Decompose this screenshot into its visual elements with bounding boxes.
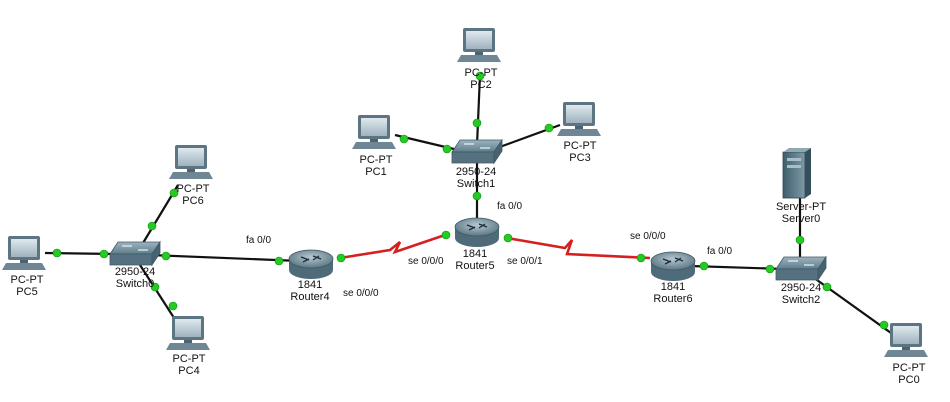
link-light xyxy=(765,264,775,274)
router4-fa-port-label: fa 0/0 xyxy=(246,235,272,246)
link-light xyxy=(544,123,554,133)
device-name: Switch1 xyxy=(456,178,496,190)
link-router4-router5[interactable] xyxy=(339,233,446,260)
router6-fa-port-label: fa 0/0 xyxy=(707,246,733,257)
device-name: PC4 xyxy=(178,365,200,377)
link-light xyxy=(168,301,178,311)
switch2-label: 2950-24 Switch2 xyxy=(781,282,821,306)
link-light xyxy=(52,248,62,258)
device-type: 1841 xyxy=(462,248,488,260)
pc0-icon[interactable] xyxy=(884,323,928,357)
device-name: Router5 xyxy=(455,260,495,272)
router6-label: 1841 Router6 xyxy=(653,281,692,305)
pc5-label: PC-PT PC5 xyxy=(11,274,44,298)
device-type: PC-PT xyxy=(359,154,393,166)
device-name: PC3 xyxy=(569,152,591,164)
pc4-icon[interactable] xyxy=(166,316,210,350)
pc3-label: PC-PT PC3 xyxy=(564,140,597,164)
link-light xyxy=(161,251,171,261)
serial-links xyxy=(339,233,651,260)
device-type: PC-PT xyxy=(464,67,498,79)
device-name: PC1 xyxy=(365,166,387,178)
pc5-icon[interactable] xyxy=(2,236,46,270)
pc6-icon[interactable] xyxy=(169,145,213,179)
pc1-label: PC-PT PC1 xyxy=(360,154,393,178)
device-name: PC0 xyxy=(898,374,920,386)
link-light xyxy=(99,249,109,259)
device-name: PC5 xyxy=(16,286,38,298)
link-light xyxy=(147,221,157,231)
link-light xyxy=(472,118,482,128)
router5-icon[interactable] xyxy=(454,217,500,247)
link-light xyxy=(699,261,709,271)
link-light xyxy=(399,134,409,144)
device-type: PC-PT xyxy=(892,362,926,374)
switch1-label: 2950-24 Switch1 xyxy=(456,166,496,190)
pc3-icon[interactable] xyxy=(557,102,601,136)
server0-label: Server-PT Server0 xyxy=(776,201,826,225)
device-type: PC-PT xyxy=(563,140,597,152)
pc6-label: PC-PT PC6 xyxy=(177,183,210,207)
link-light xyxy=(336,253,346,263)
pc0-label: PC-PT PC0 xyxy=(893,362,926,386)
device-type: Server-PT xyxy=(775,201,827,213)
device-type: PC-PT xyxy=(172,353,206,365)
device-name: PC6 xyxy=(182,195,204,207)
switch0-label: 2950-24 Switch0 xyxy=(115,266,155,290)
link-light xyxy=(822,282,832,292)
router4-icon[interactable] xyxy=(288,249,334,279)
device-name: Switch2 xyxy=(781,294,821,306)
router5-se1-port-label: se 0/0/1 xyxy=(507,256,543,267)
device-name: Router4 xyxy=(290,291,330,303)
router6-se-port-label: se 0/0/0 xyxy=(630,231,666,242)
link-light xyxy=(503,233,513,243)
router5-se0-port-label: se 0/0/0 xyxy=(408,256,444,267)
device-name: Server0 xyxy=(781,213,821,225)
router4-se-port-label: se 0/0/0 xyxy=(343,288,379,299)
device-type: 2950-24 xyxy=(114,266,156,278)
device-name: PC2 xyxy=(470,79,492,91)
device-type: 2950-24 xyxy=(780,282,822,294)
device-type: 2950-24 xyxy=(455,166,497,178)
link-light xyxy=(274,256,284,266)
pc4-label: PC-PT PC4 xyxy=(173,353,206,377)
ethernet-links xyxy=(44,74,899,339)
link-light xyxy=(472,191,482,201)
device-type: PC-PT xyxy=(10,274,44,286)
link-light xyxy=(150,282,160,292)
router6-icon[interactable] xyxy=(650,251,696,281)
switch-icons xyxy=(109,138,827,282)
link-light xyxy=(879,320,889,330)
device-type: 1841 xyxy=(297,279,323,291)
router5-label: 1841 Router5 xyxy=(455,248,494,272)
link-router5-router6[interactable] xyxy=(506,236,651,260)
switch2-icon[interactable] xyxy=(775,255,827,282)
pc2-icon[interactable] xyxy=(457,28,501,62)
link-light xyxy=(442,144,452,154)
link-pc2-switch1[interactable] xyxy=(475,74,482,146)
link-light xyxy=(169,188,179,198)
device-name: Router6 xyxy=(653,293,693,305)
link-lights xyxy=(52,71,889,330)
link-light xyxy=(636,253,646,263)
switch0-icon[interactable] xyxy=(109,240,161,267)
switch1-icon[interactable] xyxy=(451,138,503,165)
link-light xyxy=(475,71,485,81)
link-light xyxy=(795,235,805,245)
device-type: 1841 xyxy=(660,281,686,293)
pc1-icon[interactable] xyxy=(352,115,396,149)
link-light xyxy=(441,230,451,240)
device-name: Switch0 xyxy=(115,278,155,290)
server0-icon[interactable] xyxy=(782,148,811,199)
router5-fa-port-label: fa 0/0 xyxy=(497,201,523,212)
router4-label: 1841 Router4 xyxy=(290,279,329,303)
router-icons xyxy=(288,217,696,281)
pc-icons xyxy=(2,28,928,357)
device-type: PC-PT xyxy=(176,183,210,195)
pc2-label: PC-PT PC2 xyxy=(465,67,498,91)
